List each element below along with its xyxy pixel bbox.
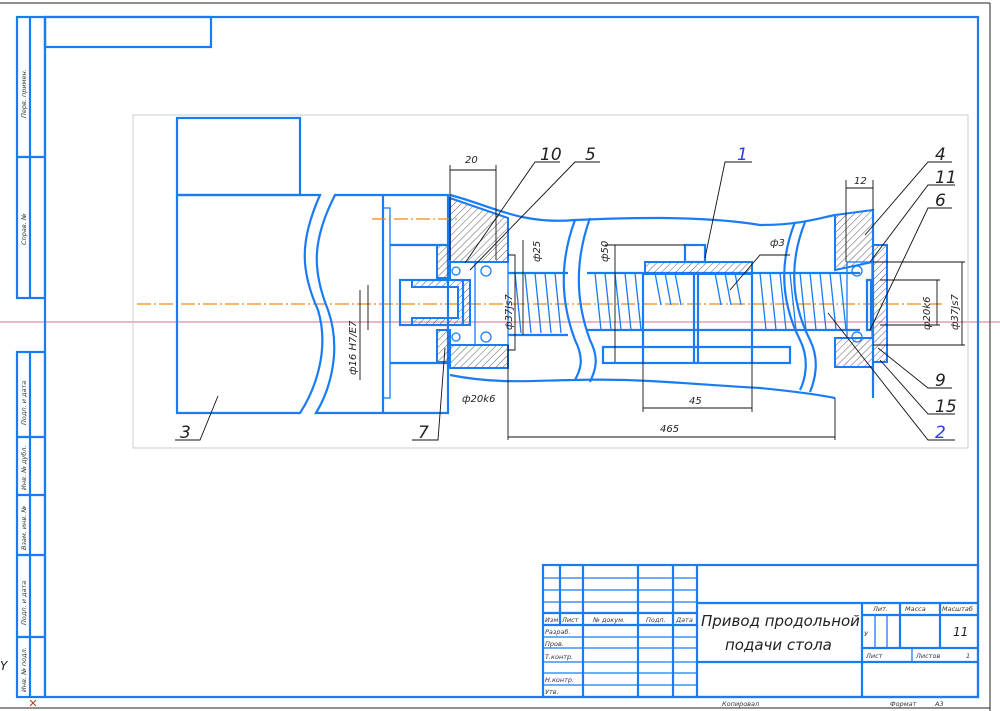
- dimension-lines: [359, 165, 965, 440]
- dim-d25: ф25: [532, 241, 543, 262]
- side-label: Взам. инв. №: [20, 506, 28, 550]
- table-body-outline: [449, 193, 836, 400]
- side-label: Инв. № дубл.: [20, 446, 28, 490]
- position-3[interactable]: 3: [180, 423, 191, 443]
- sheets-label: Листов: [915, 652, 940, 660]
- right-bearing-housing[interactable]: [834, 208, 888, 398]
- position-2[interactable]: 2: [935, 423, 946, 443]
- dim-45: 45: [689, 396, 702, 407]
- litera-value: У: [864, 630, 869, 638]
- title-block: [541, 563, 980, 699]
- side-label: Перв. примен.: [20, 69, 28, 118]
- position-15[interactable]: 15: [935, 397, 957, 417]
- left-bearing-housing[interactable]: [398, 196, 509, 369]
- role-checker: Пров.: [545, 640, 564, 648]
- drawing-title-line2: подачи стола: [725, 636, 832, 654]
- drawing-title-line1: Привод продольной: [701, 612, 860, 630]
- view-frame: [132, 114, 969, 449]
- sheet-label: Лист: [865, 652, 883, 660]
- svg-text:Y: Y: [0, 659, 9, 673]
- scale-value: 11: [953, 625, 968, 639]
- drawing-frame: [15, 15, 980, 699]
- position-4[interactable]: 4: [935, 145, 946, 165]
- dim-d50: ф50: [600, 241, 611, 262]
- role-approved: Утв.: [545, 688, 559, 696]
- leader-lines: [175, 161, 955, 441]
- side-label: Справ. №: [20, 213, 28, 245]
- dim-d20k6-right: ф20k6: [922, 297, 933, 330]
- copied-label: Копировал: [722, 700, 759, 708]
- role-norm-control: Н.контр.: [545, 676, 574, 684]
- position-7[interactable]: 7: [418, 423, 429, 443]
- nut-part-1[interactable]: [601, 243, 792, 365]
- position-10[interactable]: 10: [540, 145, 562, 165]
- header-sign: Подп.: [646, 616, 666, 624]
- header-doc: № докум.: [592, 616, 625, 624]
- title-block-labels: Изм Лист № докум. Подп. Дата Разраб. Про…: [545, 605, 973, 708]
- header-list: Лист: [561, 616, 579, 624]
- position-9[interactable]: 9: [935, 371, 946, 391]
- dim-d20k6-left: ф20k6: [462, 394, 495, 405]
- header-date: Дата: [675, 616, 693, 624]
- header-izm: Изм: [545, 616, 558, 624]
- dim-d3: ф3: [770, 238, 785, 249]
- scale-label: Масштаб: [942, 605, 973, 613]
- dim-fit-left: ф16 H7/E7: [348, 320, 359, 375]
- dim-d37js7-left: ф37Js7: [504, 294, 515, 330]
- dim-d37js7-right: ф37Js7: [950, 294, 961, 330]
- position-5[interactable]: 5: [585, 145, 596, 165]
- side-label: Инв. № подл.: [20, 647, 28, 692]
- format-label: Формат: [890, 700, 917, 708]
- sheets-count: 1: [966, 652, 970, 660]
- position-11[interactable]: 11: [935, 168, 957, 188]
- role-developer: Разраб.: [545, 628, 571, 636]
- lit-label: Лит.: [872, 605, 888, 613]
- dim-12: 12: [854, 176, 867, 187]
- position-1[interactable]: 1: [737, 145, 748, 165]
- dim-20: 20: [465, 155, 478, 166]
- motor-part-3[interactable]: [175, 116, 460, 415]
- side-label: Подп. и дата: [20, 581, 28, 625]
- role-tech-control: Т.контр.: [545, 653, 573, 661]
- format-value: А3: [934, 700, 944, 708]
- dim-465: 465: [660, 424, 679, 435]
- side-label: Подп. и дата: [20, 381, 28, 425]
- position-6[interactable]: 6: [935, 191, 946, 211]
- origin-marker: Y: [0, 659, 37, 707]
- mass-label: Масса: [905, 605, 926, 613]
- side-strip-labels: Перв. примен. Справ. № Подп. и дата Инв.…: [20, 69, 28, 692]
